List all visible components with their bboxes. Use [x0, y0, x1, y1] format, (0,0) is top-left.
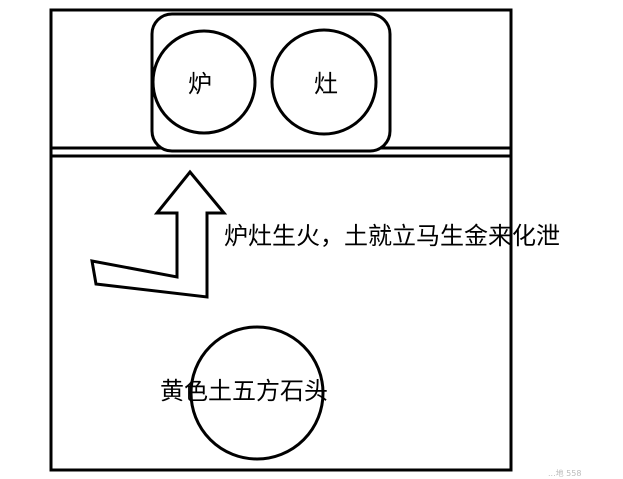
burner-left-label: 炉 [188, 70, 212, 98]
room-outline [49, 8, 513, 472]
burner-left [151, 29, 257, 135]
watermark: ...地 558 [548, 468, 581, 478]
bent-arrow-up [90, 169, 228, 299]
burner-right-label: 灶 [314, 70, 338, 98]
caption-fire-earth-metal: 炉灶生火，土就立马生金来化泄 [224, 222, 560, 250]
stone-circle [189, 325, 325, 461]
caption-yellow-stone: 黄色土五方石头 [160, 377, 328, 405]
burner-right [270, 28, 378, 136]
